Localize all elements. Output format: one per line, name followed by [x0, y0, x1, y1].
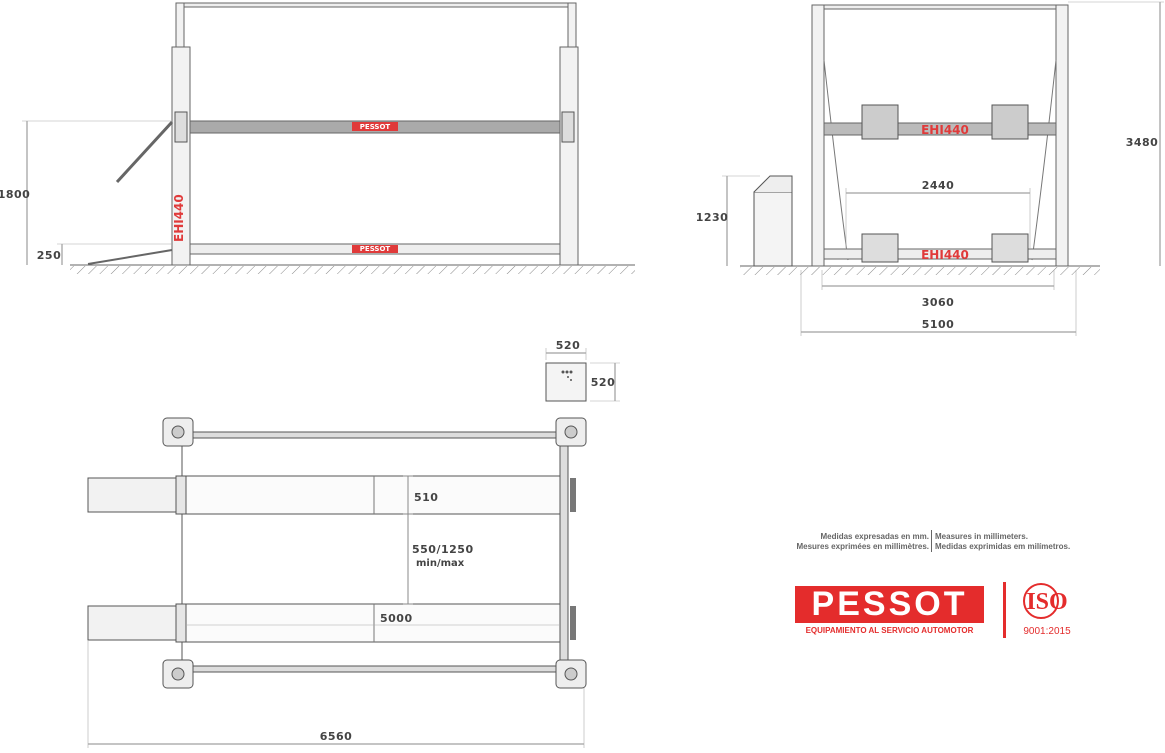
- front-track-width-dim: 3060: [922, 296, 955, 309]
- top-runway-width-dim: 510: [414, 491, 438, 504]
- iso-standard: 9001:2015: [1023, 626, 1071, 637]
- front-inner-width-dim: 2440: [922, 179, 955, 192]
- note-spanish: Medidas expresadas en mm.: [820, 532, 930, 541]
- brand-tagline: EQUIPAMIENTO AL SERVICIO AUTOMOTOR: [805, 626, 974, 635]
- top-overall-length-dim: 6560: [320, 730, 353, 743]
- side-platform-height-dim: 1800: [0, 188, 30, 201]
- logo-separator: [1003, 582, 1006, 638]
- top-view: 510 550/1250 min/max 5000 6560: [87, 417, 587, 748]
- front-lower-model-label: EHI440: [921, 248, 969, 262]
- measurement-note-left: Medidas expresadas en mm. Mesures exprim…: [765, 532, 929, 552]
- iso-globe-icon: [1023, 583, 1059, 619]
- top-runway-length-dim: 5000: [380, 612, 413, 625]
- note-divider: [931, 530, 932, 552]
- side-column-model-label: EHI440: [172, 194, 186, 242]
- console-plan: 520 520: [545, 339, 620, 402]
- front-upper-model-label: EHI440: [921, 123, 969, 137]
- front-view: EHI440 EHI440 1230 3480 2440 3060 5100: [696, 1, 1164, 336]
- side-ramp-height-dim: 250: [37, 249, 61, 262]
- front-total-height-dim: 3480: [1126, 136, 1159, 149]
- upper-platform-brand-label: PESSOT: [360, 123, 391, 131]
- console-depth-dim: 520: [591, 376, 615, 389]
- iso-mark: ISO: [1026, 589, 1068, 615]
- note-portuguese: Medidas exprimidas em milímetros.: [935, 542, 1071, 551]
- brand-logo: PESSOT: [795, 586, 984, 623]
- note-french: Mesures exprimées en millimètres.: [796, 542, 929, 551]
- front-console-height-dim: 1230: [696, 211, 729, 224]
- brand-logo-word: PESSOT: [811, 585, 968, 623]
- note-english: Measures in millimeters.: [935, 532, 1028, 541]
- measurement-note-right: Measures in millimeters. Medidas exprimi…: [935, 532, 1135, 552]
- lower-platform-brand-label: PESSOT: [360, 245, 391, 253]
- top-runway-gap-dim: 550/1250: [412, 543, 474, 556]
- console-width-dim: 520: [556, 339, 580, 352]
- side-view: PESSOT PESSOT EHI440 1800 250: [0, 2, 635, 274]
- front-overall-width-dim: 5100: [922, 318, 955, 331]
- top-runway-gap-note: min/max: [416, 558, 465, 569]
